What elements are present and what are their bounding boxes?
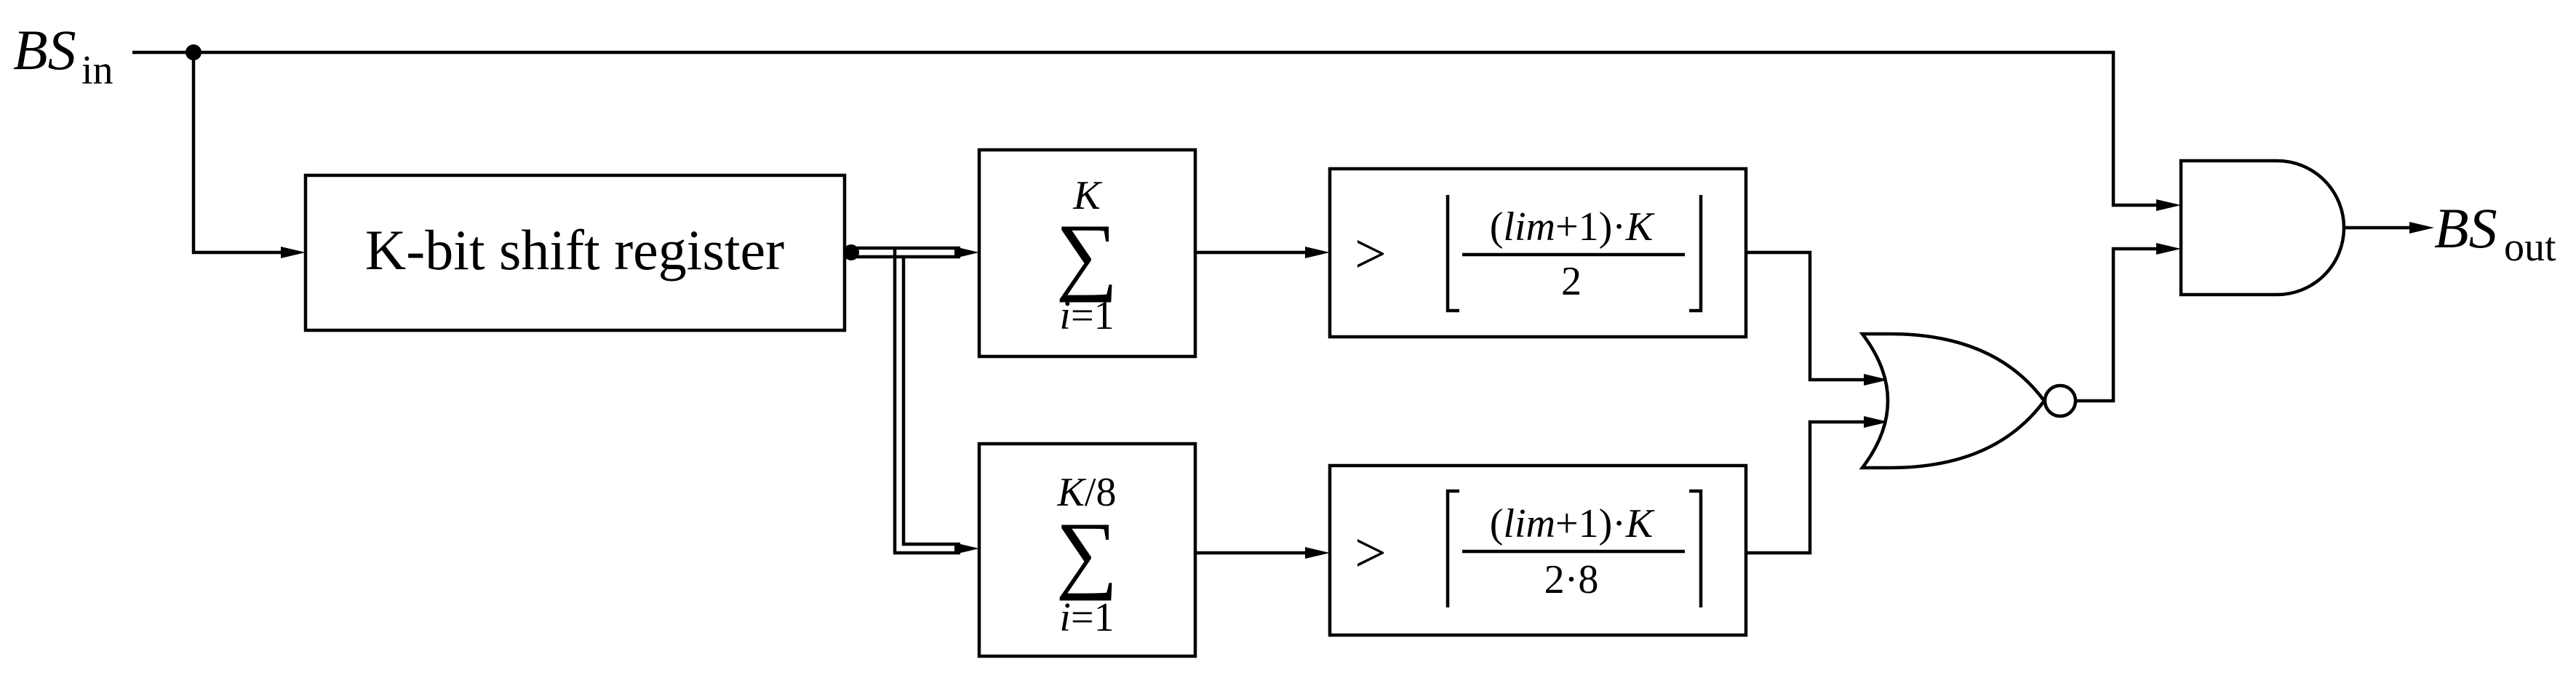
output-arrow: [2409, 222, 2434, 234]
input-label-sub: in: [81, 48, 113, 93]
and-gate: [2179, 159, 2346, 297]
bus-junction-dot: [843, 244, 859, 260]
ceil-right-bracket: [1689, 489, 1703, 607]
input-top-wire: [132, 50, 2162, 207]
comparator-floor-numerator: (lim+1)·K: [1490, 204, 1655, 250]
shift-register-block: [303, 173, 847, 332]
comparator-floor-denominator: 2: [1561, 259, 1582, 304]
comparator-ceil-numerator: (lim+1)·K: [1490, 501, 1655, 546]
sum-full-lower: i=1: [1059, 293, 1114, 338]
sum-full-sigma: ∑: [1056, 206, 1118, 303]
output-label: BS out: [2434, 196, 2556, 270]
comparator-ceil-denominator: 2·8: [1544, 557, 1599, 602]
register-bus: [845, 246, 960, 555]
nor-input-b-arrow: [1864, 416, 1889, 428]
nor-input-a-arrow: [1864, 374, 1889, 386]
comparator-floor-output-wire: [1746, 250, 1868, 382]
and-input-b-arrow: [2156, 243, 2181, 255]
nor-output-wire: [2075, 247, 2162, 403]
input-label: BS in: [13, 18, 113, 93]
sum-full-input-arrow: [954, 247, 979, 258]
sum-full-block: [977, 148, 1197, 359]
comparator-floor-block: [1328, 167, 1748, 339]
sum-eighth-upper: K/8: [1057, 470, 1117, 515]
sum-eighth-lower: i=1: [1059, 595, 1114, 640]
sum-eighth-sigma: ∑: [1056, 504, 1118, 601]
output-label-sub: out: [2504, 225, 2556, 270]
input-label-base: BS: [13, 18, 76, 81]
nor-gate: [1859, 332, 2046, 470]
sum-eighth-block: [977, 442, 1197, 658]
comparator-floor-input-arrow: [1305, 247, 1330, 258]
nor-gate-bubble: [2043, 383, 2078, 418]
sum-full-upper: K: [1072, 173, 1102, 218]
comparator-ceil-output-wire: [1746, 420, 1868, 555]
sum-eighth-input-arrow: [954, 543, 979, 554]
output-label-base: BS: [2434, 196, 2497, 260]
comparator-ceil-op: >: [1355, 521, 1387, 584]
shift-register-label: K-bit shift register: [365, 218, 784, 282]
shift-register-input-arrow: [281, 247, 306, 258]
comparator-ceil-input-arrow: [1305, 547, 1330, 559]
ceil-left-bracket: [1445, 489, 1459, 607]
comparator-floor-op: >: [1355, 222, 1387, 285]
floor-left-bracket: [1445, 195, 1459, 313]
and-input-a-arrow: [2156, 199, 2181, 211]
floor-right-bracket: [1689, 195, 1703, 313]
input-branch-wire: [191, 52, 285, 255]
